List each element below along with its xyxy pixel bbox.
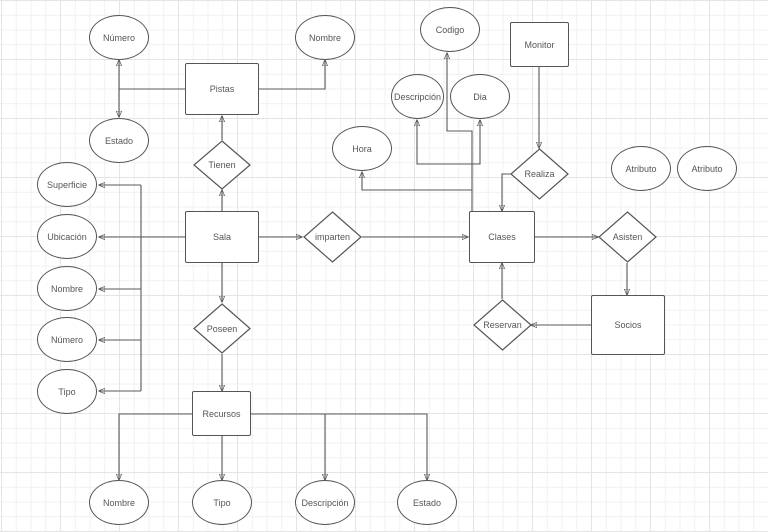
diamond-shape (510, 148, 569, 200)
attribute-sala-numero[interactable]: Número (37, 317, 97, 362)
connector-clases-dia (472, 120, 480, 165)
attribute-label: Dia (473, 91, 487, 102)
attribute-unassigned-1[interactable]: Atributo (611, 146, 671, 191)
attribute-sala-nombre[interactable]: Nombre (37, 266, 97, 311)
attribute-pistas-numero[interactable]: Número (89, 15, 149, 60)
relationship-poseen[interactable]: Poseen (193, 303, 251, 354)
entity-socios[interactable]: Socios (591, 295, 665, 355)
connector-clases-codigo (447, 53, 473, 164)
entity-label: Monitor (524, 39, 555, 50)
relationship-label: imparten (314, 232, 350, 242)
attribute-clases-dia[interactable]: Dia (450, 74, 510, 119)
attribute-label: Número (50, 334, 83, 345)
relationship-label: Reservan (483, 320, 522, 330)
relationship-asisten[interactable]: Asisten (598, 211, 657, 263)
entity-recursos[interactable]: Recursos (192, 391, 251, 436)
attribute-label: Tipo (58, 386, 76, 397)
entity-label: Pistas (209, 84, 235, 94)
attribute-sala-tipo[interactable]: Tipo (37, 369, 97, 414)
attribute-recursos-estado[interactable]: Estado (397, 480, 457, 525)
attribute-label: Atributo (625, 163, 657, 174)
attribute-recursos-descripcion[interactable]: Descripción (295, 480, 355, 525)
attribute-clases-descripcion[interactable]: Descripción (391, 74, 444, 119)
attribute-clases-codigo[interactable]: Codigo (420, 7, 480, 52)
attribute-label: Atributo (691, 163, 723, 174)
relationship-label: Asisten (612, 232, 643, 242)
relationship-label: Poseen (206, 323, 238, 334)
attribute-label: Codigo (435, 24, 465, 35)
attribute-pistas-estado[interactable]: Estado (89, 118, 149, 163)
attribute-unassigned-2[interactable]: Atributo (677, 146, 737, 191)
attribute-label: Superficie (46, 179, 88, 190)
entity-pistas[interactable]: Pistas (185, 63, 259, 115)
connector-clases-descripcion (417, 120, 473, 190)
attribute-label: Número (102, 32, 135, 43)
diamond-shape (473, 299, 532, 351)
attribute-label: Hora (352, 143, 372, 154)
attribute-label: Tipo (213, 497, 231, 508)
attribute-label: Estado (104, 135, 134, 146)
diamond-shape (193, 140, 251, 190)
relationship-label: Realiza (524, 169, 555, 179)
entity-label: Clases (488, 232, 516, 242)
relationship-realiza[interactable]: Realiza (510, 148, 569, 200)
attribute-label: Descripción (393, 91, 442, 102)
attribute-recursos-tipo[interactable]: Tipo (192, 480, 252, 525)
diamond-shape (193, 303, 251, 354)
attribute-label: Descripción (301, 497, 349, 508)
connector-realiza-clases (502, 173, 511, 211)
attribute-recursos-nombre[interactable]: Nombre (89, 480, 149, 525)
connector-pistas-nombre (259, 60, 325, 90)
connector-recursos-estado (325, 413, 427, 480)
entity-clases[interactable]: Clases (469, 211, 535, 263)
attribute-clases-hora[interactable]: Hora (332, 126, 392, 171)
entity-label: Socios (614, 320, 642, 330)
relationship-imparten[interactable]: imparten (303, 211, 362, 263)
diamond-shape (303, 211, 362, 263)
attribute-label: Estado (412, 497, 442, 508)
attribute-sala-ubicacion[interactable]: Ubicación (37, 214, 97, 259)
connector-sala-bus (140, 185, 185, 391)
attribute-label: Nombre (50, 283, 83, 294)
entity-label: Recursos (202, 408, 241, 419)
attribute-label: Ubicación (47, 231, 87, 242)
connector-recursos-descripcion (251, 413, 325, 480)
connector-pistas-numero (119, 60, 185, 90)
relationship-reservan[interactable]: Reservan (473, 299, 532, 351)
connector-clases-hora (362, 172, 473, 211)
entity-monitor[interactable]: Monitor (510, 22, 569, 67)
diamond-shape (598, 211, 657, 263)
connector-recursos-nombre (119, 413, 192, 480)
entity-label: Sala (212, 232, 231, 242)
relationship-label: Tienen (208, 160, 236, 170)
entity-sala[interactable]: Sala (185, 211, 259, 263)
attribute-pistas-nombre[interactable]: Nombre (295, 15, 355, 60)
attribute-label: Nombre (102, 497, 135, 508)
relationship-tienen[interactable]: Tienen (193, 140, 251, 190)
attribute-sala-superficie[interactable]: Superficie (37, 162, 97, 207)
attribute-label: Nombre (308, 32, 341, 43)
